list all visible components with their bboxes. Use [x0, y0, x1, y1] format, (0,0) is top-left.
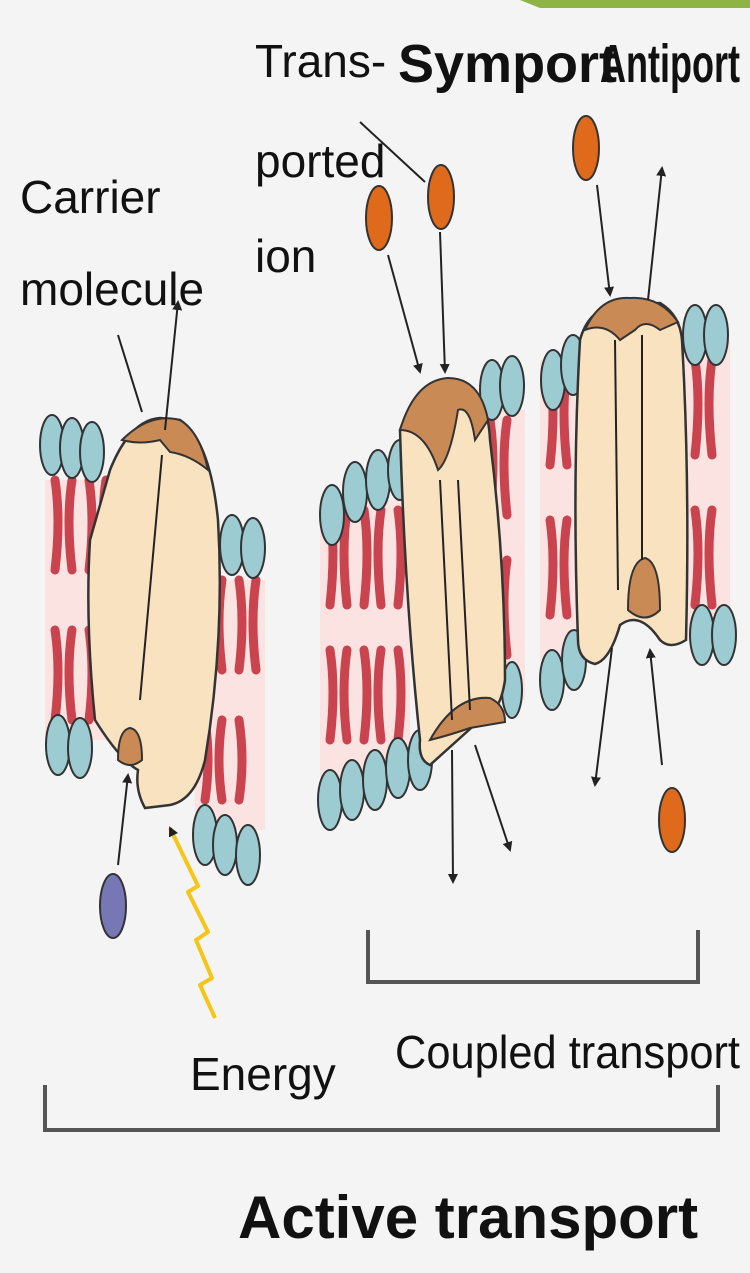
transported-ion-label-line1: Trans- — [255, 35, 386, 87]
antiport-up-arrow — [650, 650, 662, 765]
active-transport-bracket — [45, 1085, 718, 1130]
antiport-ion-bottom — [659, 788, 685, 852]
carrier-label-pointer — [118, 335, 142, 412]
active-transport-label: Active transport — [238, 1184, 698, 1251]
carrier-label-line2: molecule — [20, 263, 204, 315]
transported-ion-label-line2: ported — [255, 135, 385, 187]
antiport-label: Antiport — [600, 34, 740, 94]
energy-label: Energy — [190, 1048, 336, 1100]
symport-out-arrow-b — [475, 745, 510, 850]
pump-out-arrow — [165, 302, 178, 430]
symport-out-arrow-a — [452, 750, 453, 882]
symport-ion-a — [366, 186, 392, 250]
antiport-ion-top — [573, 116, 599, 180]
carrier-label-line1: Carrier — [20, 171, 161, 223]
pumped-molecule — [100, 874, 126, 938]
antiport-out-arrow — [648, 168, 662, 300]
coupled-transport-bracket — [368, 930, 698, 982]
pump-in-arrow — [118, 775, 128, 865]
corner-accent — [520, 0, 750, 8]
antiport-in-arrow — [597, 185, 610, 295]
antiport-group — [540, 116, 736, 852]
carrier-molecule-body — [88, 418, 219, 808]
symport-label: Symport — [398, 34, 617, 94]
symport-in-arrow-b — [440, 232, 445, 372]
coupled-transport-label: Coupled transport — [395, 1026, 740, 1078]
carrier-binding-site — [118, 728, 142, 765]
antiport-down-arrow — [595, 648, 612, 785]
symport-group — [318, 122, 525, 882]
symport-ion-b — [428, 165, 454, 229]
carrier-pump-group — [40, 302, 265, 1018]
symport-in-arrow-a — [388, 255, 420, 372]
transported-ion-label-line3: ion — [255, 230, 316, 282]
